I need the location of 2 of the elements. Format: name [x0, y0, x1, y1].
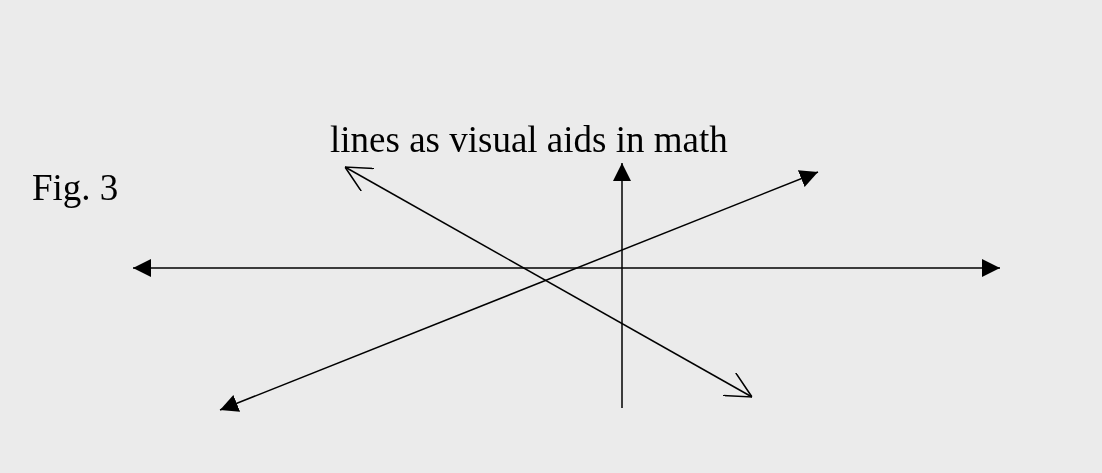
figure-label: Fig. 3 — [32, 166, 119, 209]
diagram-title: lines as visual aids in math — [330, 118, 728, 161]
